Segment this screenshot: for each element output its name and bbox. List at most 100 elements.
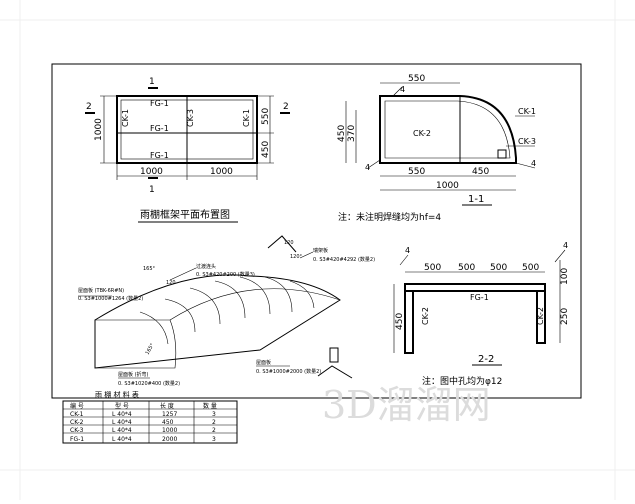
iso-label-e1: 屋面板: [256, 359, 271, 366]
iso-label-d1: 屋面板 (折弯): [118, 371, 149, 378]
section2-top-beam: [404, 283, 546, 292]
materials-cell: 3: [212, 436, 216, 443]
section2-dim-top-4: 500: [522, 263, 539, 273]
section2-weld-1: 4: [405, 246, 410, 255]
section1-outline: [379, 95, 517, 164]
plan-fg-label-1: FG-1: [150, 99, 169, 108]
section-mark-bottom: 1: [149, 185, 155, 195]
section1-dim-bottom-1: 550: [408, 167, 425, 177]
section1-note: 注：未注明焊缝均为hf=4: [338, 211, 441, 223]
materials-cell: CK-1: [70, 411, 84, 418]
watermark: 3D溜溜网: [322, 383, 491, 427]
iso-label-a1: 瑞架板: [313, 247, 328, 254]
plan-title: 雨棚框架平面布置图: [140, 208, 230, 221]
section2-dim-right-2: 250: [560, 308, 570, 325]
section2-weld-2: 4: [563, 241, 568, 250]
section1-weld-1: 4: [400, 85, 405, 94]
iso-rafters: [139, 276, 315, 345]
materials-header-length: 长 度: [160, 402, 174, 410]
section1-ck-end: CK-3: [518, 137, 536, 146]
iso-ridge: [169, 288, 341, 321]
materials-header-type: 型 号: [115, 402, 129, 410]
plan-dim-bottom-left: 1000: [140, 167, 163, 177]
plan-ck-mid: CK-3: [186, 109, 195, 127]
section1-title: 1-1: [468, 194, 484, 205]
iso-label-165: 165°: [143, 266, 156, 272]
section1-dim-top: 550: [408, 74, 425, 84]
materials-header-id: 编 号: [70, 402, 84, 410]
iso-detail-plate: [329, 347, 339, 363]
materials-cell: 1257: [162, 411, 177, 418]
plan-dim-right-bottom: 450: [261, 141, 271, 158]
materials-cell: L 40*4: [112, 427, 132, 434]
materials-caption: 雨 棚 材 料 表: [95, 390, 139, 399]
materials-cell: CK-2: [70, 419, 84, 426]
materials-cell: 3: [212, 411, 216, 418]
plan-ck-right: CK-1: [242, 109, 251, 127]
section-mark-right: 2: [283, 102, 289, 112]
section2-dim-top-3: 500: [490, 263, 507, 273]
plan-dim-bottom-right: 1000: [210, 167, 233, 177]
iso-label-c2: 0. S3#1000#1264 (数量2): [78, 295, 143, 302]
plan-view: FG-1 FG-1 FG-1 CK-1 CK-3 CK-1 1 1 2 2 10…: [85, 77, 290, 223]
iso-label-c1: 屋面板 (TBK-6R#N): [78, 287, 124, 294]
iso-end-frame: [94, 319, 177, 369]
section2-ck-right: CK-2: [536, 307, 545, 325]
section2-dim-top-1: 500: [424, 263, 441, 273]
plan-dim-left: 1000: [94, 118, 104, 141]
section1-dim-left-1: 450: [337, 125, 347, 142]
materials-cell: L 40*4: [112, 411, 132, 418]
iso-label-120b: 120: [166, 280, 176, 286]
plan-fg-label-2: FG-1: [150, 124, 169, 133]
iso-leader-a: [299, 251, 314, 259]
materials-cell: 1000: [162, 427, 177, 434]
iso-detail-bracket-2: [317, 365, 353, 379]
materials-cell: 450: [162, 419, 174, 426]
weld-leader-2: [367, 159, 381, 169]
iso-label-d2: 0. S3#1020#400 (数量2): [118, 380, 180, 387]
section2-right-post: [536, 290, 546, 344]
materials-cell: 2000: [162, 436, 177, 443]
plan-dim-right-top: 550: [261, 108, 271, 125]
plan-ck-left: CK-1: [121, 109, 130, 127]
section-1-1: CK-2 CK-1 CK-3 4 4 4 550 450 370 550 450…: [337, 74, 536, 223]
section1-ck-mid: CK-2: [413, 129, 431, 138]
iso-label-e2: 0. S3#1000#2000 (数量2): [256, 368, 321, 375]
section2-weld-leader-1: [399, 254, 409, 266]
section-2-2: FG-1 CK-2 CK-2 500 500 500 500 450 100 2…: [393, 241, 570, 387]
materials-header-qty: 数 量: [203, 402, 217, 410]
section1-dim-left-2: 370: [347, 125, 357, 142]
section2-weld-leader-2: [554, 249, 566, 263]
section1-inner: [384, 100, 511, 159]
iso-label-120deg: 120°: [290, 254, 303, 260]
section-mark-left: 2: [86, 102, 92, 112]
section1-weld-3: 4: [531, 159, 536, 168]
section1-dim-total: 1000: [436, 181, 459, 191]
iso-label-b1: 过渡连头: [196, 263, 216, 270]
iso-leader-b: [169, 267, 197, 281]
drawing-border: [51, 63, 582, 399]
weld-leader-3: [515, 162, 536, 169]
materials-cell: CK-3: [70, 427, 84, 434]
section2-dim-top-2: 500: [458, 263, 475, 273]
materials-cell: 2: [212, 419, 216, 426]
section1-end-plate: [497, 149, 507, 159]
isometric-view: 165° 瑞架板 0. S3#420#4292 (数量2) 120 120° 过…: [78, 235, 375, 387]
materials-cell: FG-1: [70, 436, 84, 443]
plan-fg-label-3: FG-1: [150, 151, 169, 160]
iso-label-top-num: 120: [284, 240, 294, 246]
materials-cell: L 40*4: [112, 436, 132, 443]
section2-note: 注：图中孔均为φ12: [422, 375, 502, 387]
iso-label-b2: 0. S3#420#200 (数量3): [196, 271, 255, 278]
section1-dim-bottom-2: 450: [472, 167, 489, 177]
section1-ck-top: CK-1: [518, 107, 536, 116]
section2-title: 2-2: [478, 354, 494, 365]
section2-fg: FG-1: [470, 293, 489, 302]
section2-left-post: [404, 290, 414, 354]
iso-detail-bracket: [267, 235, 297, 253]
section-mark-top: 1: [149, 77, 155, 87]
section1-weld-2: 4: [365, 163, 370, 172]
